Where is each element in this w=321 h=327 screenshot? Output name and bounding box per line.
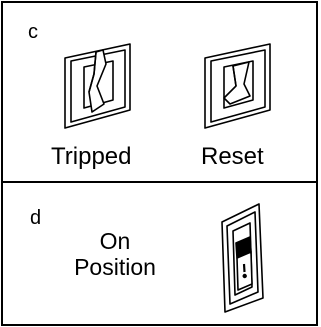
panel-c-letter: c [28, 21, 38, 43]
reset-caption: Reset [201, 143, 264, 170]
panel-d: d [1, 181, 318, 326]
tripped-caption: Tripped [51, 143, 132, 170]
on-caption-line1: On [99, 228, 131, 254]
on-caption-line2: Position [74, 254, 156, 280]
rocker-switch-on-icon [221, 203, 264, 313]
rocker-switch-reset-icon [204, 43, 271, 129]
rocker-switch-tripped-icon [64, 43, 131, 129]
on-position-caption: On Position [60, 228, 170, 280]
panel-d-letter: d [30, 207, 42, 229]
